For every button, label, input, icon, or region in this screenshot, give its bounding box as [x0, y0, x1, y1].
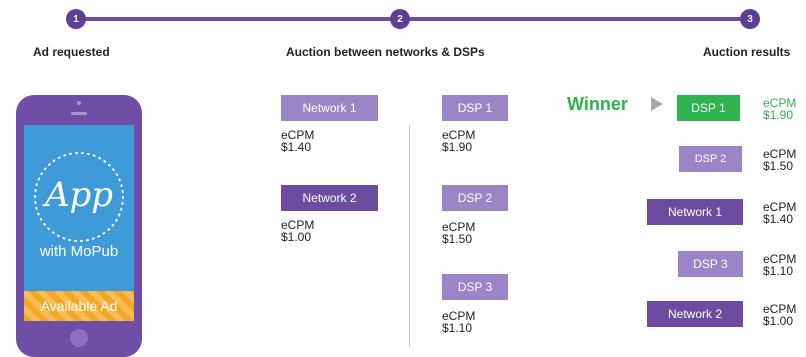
timeline-line [72, 17, 758, 21]
result-3-box: Network 1 [647, 199, 743, 225]
network-2-box: Network 2 [281, 185, 378, 211]
available-ad-label: Available Ad [40, 298, 118, 314]
phone-home-button [70, 329, 88, 347]
result-4-label: DSP 3 [693, 257, 728, 271]
available-ad-banner: Available Ad [24, 291, 134, 321]
result-2-label: DSP 2 [694, 153, 727, 165]
dsp-3-label: DSP 3 [457, 280, 493, 294]
winner-arrow-icon [651, 97, 663, 111]
result-5-ecpm-label: eCPM [763, 302, 797, 316]
dsp-2-ecpm: eCPM$1.50 [442, 221, 475, 245]
step-1-label: Ad requested [33, 45, 110, 59]
dsp-1-ecpm-value: $1.90 [442, 140, 473, 154]
network-2-ecpm-label: eCPM [281, 218, 315, 232]
result-5-label: Network 2 [667, 307, 723, 321]
phone-screen: App with MoPub Available Ad [24, 125, 134, 321]
phone-device: App with MoPub Available Ad [16, 95, 142, 357]
dsp-2-ecpm-label: eCPM [442, 220, 476, 234]
network-1-box: Network 1 [281, 95, 378, 121]
dsp-3-ecpm-label: eCPM [442, 309, 476, 323]
step-2-marker: 2 [390, 9, 410, 29]
step-3-label: Auction results [703, 45, 791, 59]
result-1-label: DSP 1 [691, 101, 726, 115]
result-3-label: Network 1 [667, 205, 723, 219]
result-1-ecpm: eCPM$1.90 [763, 97, 796, 121]
result-2-ecpm-value: $1.50 [763, 159, 794, 173]
result-5-ecpm: eCPM$1.00 [763, 303, 796, 327]
result-1-box: DSP 1 [677, 95, 740, 121]
app-subtitle: with MoPub [39, 243, 119, 260]
network-1-ecpm: eCPM$1.40 [281, 129, 314, 153]
app-word: App [44, 175, 114, 215]
result-3-ecpm-label: eCPM [763, 200, 797, 214]
result-1-ecpm-value: $1.90 [763, 108, 794, 122]
step-1-marker: 1 [66, 9, 86, 29]
result-4-ecpm-value: $1.10 [763, 264, 794, 278]
result-2-ecpm: eCPM$1.50 [763, 148, 796, 172]
result-2-ecpm-label: eCPM [763, 147, 797, 161]
dsp-1-box: DSP 1 [442, 95, 508, 121]
step-2-number: 2 [397, 13, 403, 25]
result-2-box: DSP 2 [679, 146, 742, 172]
dsp-1-label: DSP 1 [457, 101, 493, 115]
network-2-ecpm: eCPM$1.00 [281, 219, 314, 243]
step-2-label: Auction between networks & DSPs [286, 45, 485, 59]
dsp-1-ecpm-label: eCPM [442, 128, 476, 142]
network-1-label: Network 1 [302, 101, 357, 115]
dsp-3-ecpm: eCPM$1.10 [442, 310, 475, 334]
dotted-circle-icon [34, 152, 124, 242]
result-1-ecpm-label: eCPM [763, 96, 797, 110]
step-3-number: 3 [747, 13, 753, 25]
dsp-2-label: DSP 2 [457, 191, 493, 205]
phone-camera-icon [77, 101, 81, 105]
dsp-2-box: DSP 2 [442, 185, 508, 211]
dsp-1-ecpm: eCPM$1.90 [442, 129, 475, 153]
step-3-marker: 3 [740, 9, 760, 29]
winner-label: Winner [567, 94, 628, 114]
dsp-3-ecpm-value: $1.10 [442, 321, 473, 335]
network-2-label: Network 2 [302, 191, 357, 205]
dsp-2-ecpm-value: $1.50 [442, 232, 473, 246]
result-5-box: Network 2 [647, 301, 743, 327]
result-4-ecpm-label: eCPM [763, 252, 797, 266]
result-3-ecpm-value: $1.40 [763, 212, 794, 226]
phone-speaker-icon [71, 112, 87, 115]
network-2-ecpm-value: $1.00 [281, 230, 312, 244]
dsp-3-box: DSP 3 [442, 274, 508, 300]
result-5-ecpm-value: $1.00 [763, 314, 794, 328]
column-divider [409, 125, 410, 347]
network-1-ecpm-value: $1.40 [281, 140, 312, 154]
result-4-ecpm: eCPM$1.10 [763, 253, 796, 277]
result-4-box: DSP 3 [678, 251, 743, 277]
result-3-ecpm: eCPM$1.40 [763, 201, 796, 225]
step-1-number: 1 [73, 13, 79, 25]
network-1-ecpm-label: eCPM [281, 128, 315, 142]
